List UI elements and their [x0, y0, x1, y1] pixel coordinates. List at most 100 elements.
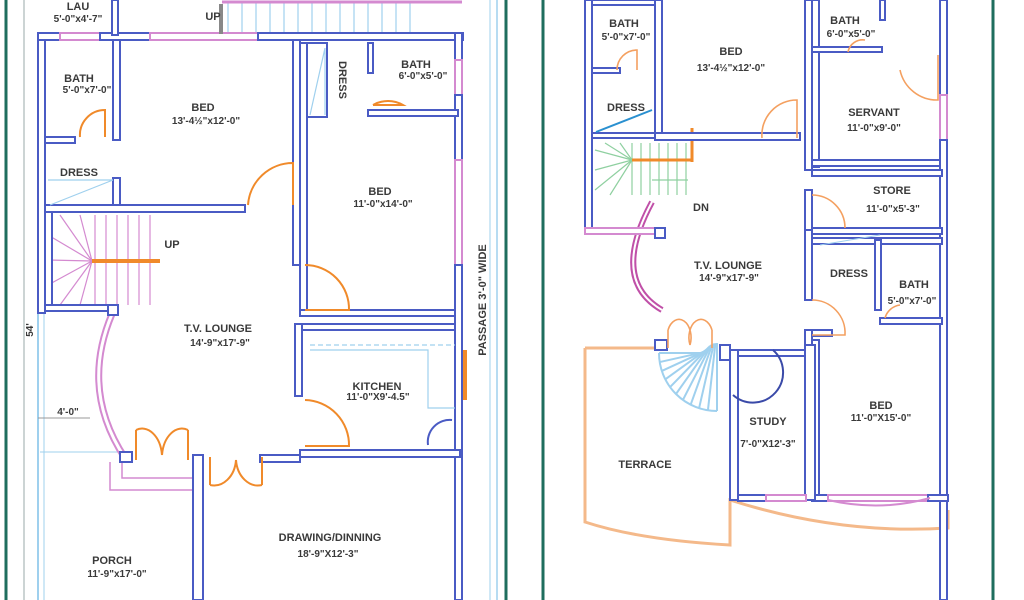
room-label: BED: [869, 400, 892, 412]
wall: [454, 264, 463, 600]
room-label: STORE: [873, 185, 911, 197]
door-swing: [616, 49, 638, 71]
stair-tread: [594, 159, 633, 171]
room-dims: 7'-0"X12'-3": [740, 439, 796, 450]
passage-label: PASSAGE 3'-0" WIDE: [477, 244, 489, 356]
spiral-step: [698, 343, 715, 409]
wall: [299, 323, 456, 331]
wall: [584, 227, 656, 235]
wall: [874, 239, 882, 311]
stair-tread: [47, 260, 93, 286]
room-label: BATH: [609, 18, 639, 30]
wall: [292, 39, 301, 266]
room-label: DRESS: [830, 268, 868, 280]
wall: [765, 494, 807, 502]
wall: [811, 227, 943, 235]
room-dims: 13'-4½"x12'-0": [697, 63, 765, 74]
stair-tread: [609, 159, 633, 196]
wall: [737, 494, 767, 502]
door-swing: [78, 108, 106, 138]
wall: [654, 339, 668, 351]
wall: [257, 32, 464, 41]
spiral-step: [689, 343, 714, 406]
stair-tread: [604, 142, 633, 161]
room-label: KITCHEN: [353, 381, 402, 393]
room-label: BED: [719, 46, 742, 58]
wall: [804, 344, 816, 501]
wall: [119, 451, 133, 463]
room-dims: 18'-9"X12'-3": [298, 549, 359, 560]
stair-tread: [619, 142, 633, 161]
door-swing: [372, 100, 407, 106]
stair-tread: [594, 159, 633, 191]
wall: [44, 136, 76, 144]
stair-down-label: DN: [693, 202, 709, 214]
length-dimension: 54': [25, 323, 36, 337]
wall: [811, 159, 943, 167]
wall: [719, 344, 731, 361]
door-swing: [884, 304, 901, 319]
stair-tread: [594, 149, 633, 161]
wall: [44, 211, 53, 311]
room-label: BATH: [64, 73, 94, 85]
wall: [591, 67, 621, 74]
wall: [454, 32, 463, 64]
room-label: BATH: [899, 279, 929, 291]
first-floor-plan: BATH 5'-0"x7'-0" BED 13'-4½"x12'-0" BATH…: [583, 0, 950, 600]
wall: [591, 132, 656, 139]
room-label: TERRACE: [618, 459, 671, 471]
wall: [811, 46, 883, 53]
wall: [879, 0, 886, 21]
wall: [37, 32, 61, 41]
wall: [454, 159, 463, 266]
stair-tread: [59, 214, 93, 262]
wall: [299, 42, 308, 314]
room-label: T.V. LOUNGE: [184, 323, 252, 335]
door-swing: [811, 194, 846, 229]
wall: [654, 227, 666, 239]
door-swing: [247, 161, 294, 206]
room-label: T.V. LOUNGE: [694, 260, 762, 272]
wall: [219, 4, 223, 34]
sheet-frames: [4, 0, 995, 600]
ground-floor-plan: LAU 5'-0"x4'-7" BATH 5'-0"x7'-0" BED 13'…: [25, 0, 489, 600]
wall: [99, 32, 151, 41]
door-swing: [209, 457, 263, 487]
wall: [804, 189, 813, 231]
wall: [367, 109, 459, 117]
room-dims: 5'-0"x7'-0": [888, 296, 937, 307]
wall: [112, 39, 121, 141]
room-dims: 13'-4½"x12'-0": [172, 116, 240, 127]
door-swing: [761, 99, 798, 139]
wall: [811, 0, 820, 51]
room-label: DRESS: [60, 167, 98, 179]
wall: [259, 454, 301, 463]
room-dims: 6'-0"x5'-0": [827, 29, 876, 40]
wall: [37, 32, 46, 314]
room-dims: 14'-9"x17'-9": [699, 273, 759, 284]
stair-tread: [79, 214, 93, 262]
wall: [939, 139, 948, 600]
wall: [299, 309, 456, 317]
door-swing: [847, 39, 866, 53]
stair-tread: [79, 260, 93, 306]
room-dims: 11'-0"X15'-0": [851, 413, 912, 424]
wall: [939, 94, 948, 141]
room-label: STUDY: [749, 416, 787, 428]
room-label: DRESS: [607, 102, 645, 114]
room-label: LAU: [67, 1, 90, 13]
wall: [879, 317, 943, 325]
door-swing: [135, 427, 189, 460]
door-swing: [811, 299, 846, 336]
stair-tread: [59, 260, 93, 306]
door-swing: [899, 55, 939, 101]
wall: [454, 59, 463, 96]
wall: [804, 229, 813, 301]
stair-first: [594, 142, 688, 196]
wall: [454, 94, 463, 161]
wall: [59, 32, 101, 41]
wall: [299, 449, 461, 458]
wall: [112, 177, 121, 209]
wall: [294, 323, 303, 397]
